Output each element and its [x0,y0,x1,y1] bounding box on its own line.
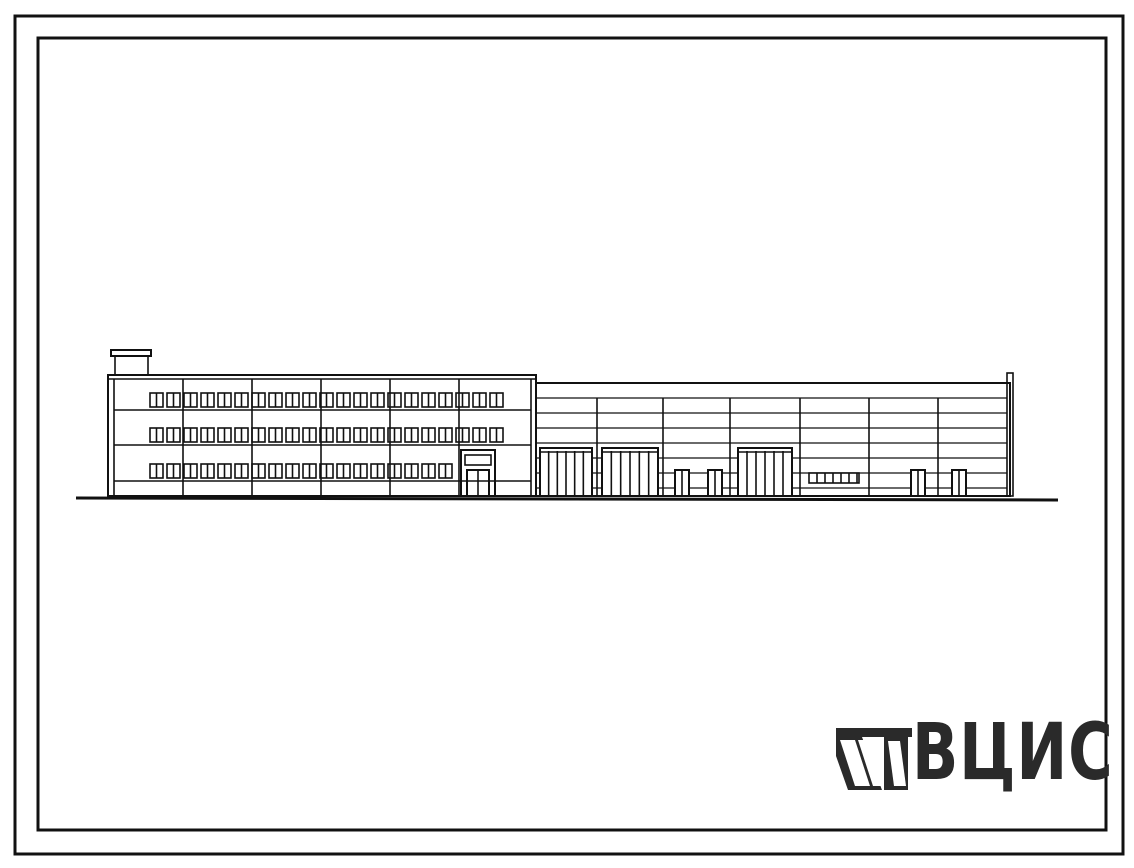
building-elevation [75,349,1059,502]
window [217,392,232,408]
window [234,427,249,443]
door [951,469,967,497]
window [421,427,436,443]
window [166,463,181,479]
roof-structure [110,349,152,376]
window [183,427,198,443]
window [285,427,300,443]
window [149,463,164,479]
window [472,427,487,443]
window [183,392,198,408]
window [387,427,402,443]
window [268,392,283,408]
window [251,427,266,443]
window [319,427,334,443]
door [674,469,690,497]
gate [737,447,793,497]
window [370,463,385,479]
logo-wordmark: ВЦИС [912,708,1114,798]
window [200,392,215,408]
window [268,427,283,443]
window [489,392,504,408]
window [353,463,368,479]
window [217,463,232,479]
window [302,427,317,443]
window [302,463,317,479]
window [387,392,402,408]
window [149,427,164,443]
window [353,427,368,443]
window [149,392,164,408]
window [404,463,419,479]
production-hall [535,372,1014,497]
window [455,427,470,443]
outer-frame [13,14,1125,856]
window [455,392,470,408]
window [438,392,453,408]
inner-frame [36,36,1108,832]
window [353,392,368,408]
window [251,463,266,479]
admin-block [107,374,537,497]
window [268,463,283,479]
window [421,392,436,408]
window [404,427,419,443]
window [217,427,232,443]
window [319,392,334,408]
door [910,469,926,497]
main-entrance [460,449,496,497]
window [285,392,300,408]
ribbon-window [808,472,860,484]
window [336,427,351,443]
window [370,427,385,443]
logo-mark-icon [836,728,912,790]
window [336,463,351,479]
gate [601,447,659,497]
window [472,392,487,408]
window [438,463,453,479]
window [421,463,436,479]
window [234,463,249,479]
door [707,469,723,497]
window [370,392,385,408]
window [166,427,181,443]
window [302,392,317,408]
window [404,392,419,408]
window [234,392,249,408]
window [200,463,215,479]
window [200,427,215,443]
ground-line [75,496,1059,502]
window [183,463,198,479]
window [438,427,453,443]
window [489,427,504,443]
window [251,392,266,408]
window [336,392,351,408]
window [319,463,334,479]
gate [539,447,593,497]
window [166,392,181,408]
window [285,463,300,479]
window [387,463,402,479]
